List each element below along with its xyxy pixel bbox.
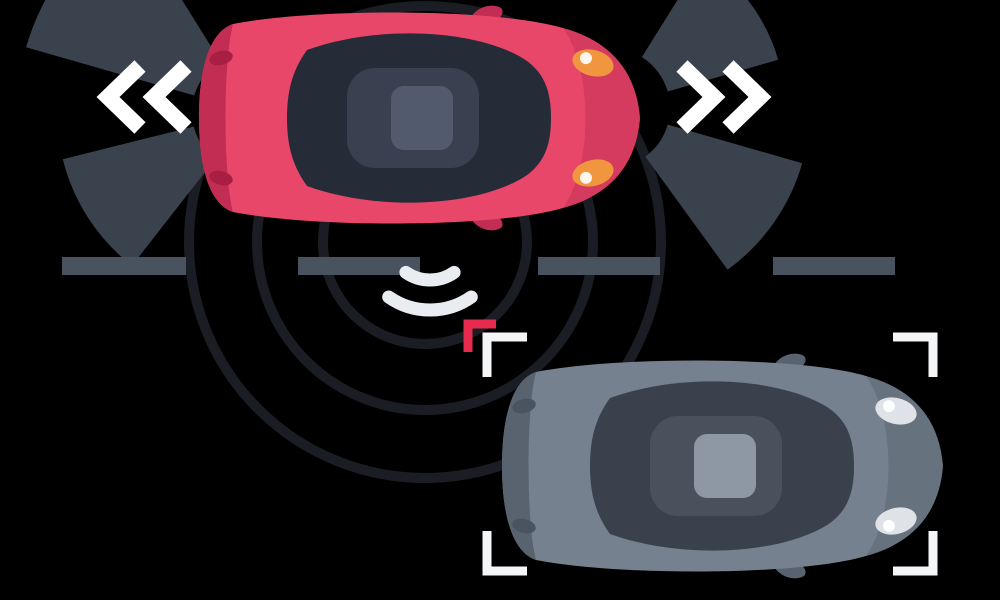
accent-corner-bracket <box>463 319 496 352</box>
lane-dash <box>62 257 186 275</box>
sonar-waves <box>382 265 478 317</box>
chevron-right-inner <box>676 60 726 134</box>
right-fan-upper-wedge <box>641 0 779 92</box>
chevron-left-outer <box>96 60 146 134</box>
chevron-left-inner <box>142 60 192 134</box>
frame-corner-bottom-right <box>893 531 938 576</box>
chevrons-left-icon <box>96 60 192 134</box>
right-sensor-fan <box>641 0 803 270</box>
detection-frame <box>482 332 938 576</box>
lane-dash <box>773 257 895 275</box>
sonar-arc-outer <box>382 290 478 317</box>
lane-dashes <box>62 257 895 275</box>
chevrons-right-icon <box>676 60 772 134</box>
chevron-right-outer <box>722 60 772 134</box>
frame-corner-top-left <box>482 332 527 377</box>
ring-outer <box>184 1 666 483</box>
left-fan-lower-wedge <box>62 126 215 266</box>
frame-corner-top-right <box>893 332 938 377</box>
gray-car <box>502 353 943 579</box>
right-fan-lower-wedge <box>645 124 803 270</box>
lane-dash <box>298 257 420 275</box>
red-car <box>199 5 640 231</box>
frame-corner-bottom-left <box>482 531 527 576</box>
sonar-arc-inner <box>399 265 461 287</box>
lane-dash <box>538 257 660 275</box>
